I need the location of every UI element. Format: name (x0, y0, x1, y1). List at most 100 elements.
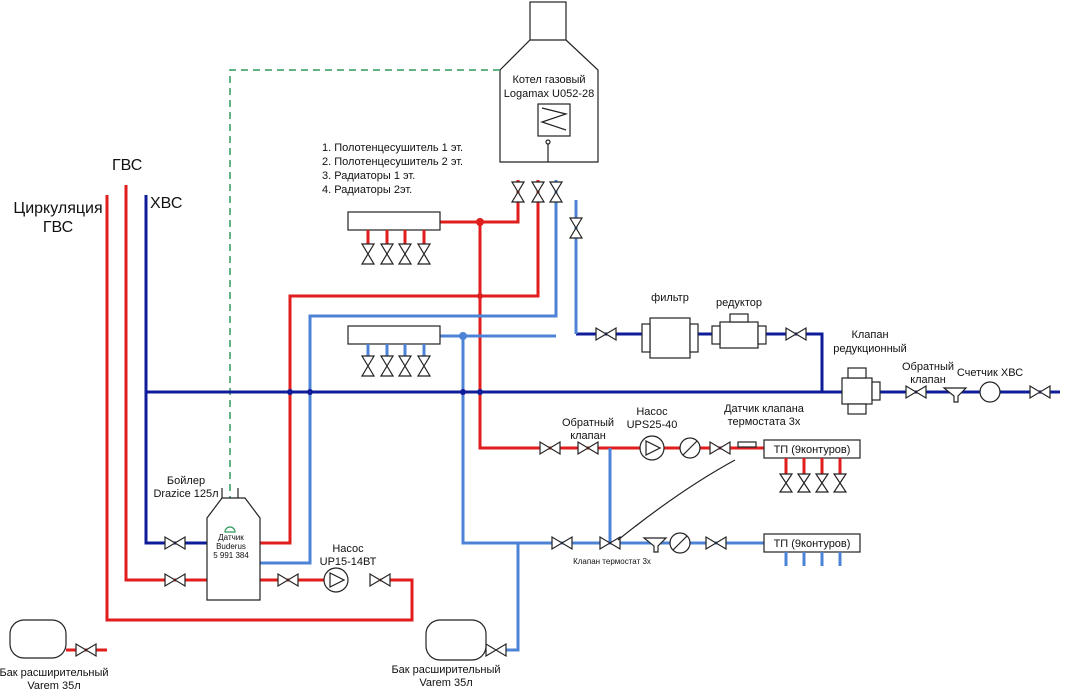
return-valve-icon[interactable] (551, 535, 573, 551)
manifold-top-valve-icon[interactable] (416, 243, 432, 265)
floor-heating-1-label: ТП (9контуров) (774, 444, 851, 456)
sensor-valve-icon[interactable] (709, 440, 731, 456)
water-heater: Датчик Buderus 5 991 384 (206, 488, 261, 601)
svg-text:Бак расширительный: Бак расширительный (391, 664, 500, 676)
boiler-hot-pipe (255, 180, 540, 545)
svg-text:клапан: клапан (910, 374, 946, 386)
gvs-label: ГВС (112, 157, 142, 174)
svg-text:1. Полотенцесушитель 1 эт.: 1. Полотенцесушитель 1 эт. (322, 142, 463, 154)
boiler-chimney (529, 1, 567, 43)
svg-text:4. Радиаторы 2эт.: 4. Радиаторы 2эт. (322, 184, 412, 196)
valves (75, 181, 1051, 658)
sensor-icon (224, 526, 236, 533)
svg-text:Насос: Насос (332, 543, 364, 555)
svg-text:Бак расширительный: Бак расширительный (0, 667, 109, 679)
manifold-bottom-valve-icon[interactable] (397, 355, 413, 377)
meter-outlet-valve-icon[interactable] (1029, 384, 1051, 400)
svg-text:редукционный: редукционный (833, 343, 907, 355)
meter-strainer-icon (942, 387, 968, 403)
svg-text:Насос: Насос (636, 406, 668, 418)
inlet-valve-icon[interactable] (595, 326, 617, 342)
filter-label: фильтр (651, 292, 689, 304)
boiler-body (499, 39, 599, 163)
gvs-pipe (124, 185, 207, 582)
svg-text:Varem 35л: Varem 35л (27, 680, 80, 692)
filter (641, 317, 699, 359)
svg-text:2. Полотенцесушитель 2 эт.: 2. Полотенцесушитель 2 эт. (322, 156, 463, 168)
svg-text:Датчик: Датчик (218, 533, 244, 542)
svg-text:клапан: клапан (570, 430, 606, 442)
svg-text:ГВС: ГВС (43, 219, 73, 236)
capillary-line (617, 459, 736, 541)
floor-1-valve-icon[interactable] (832, 473, 848, 493)
svg-text:Бойлер: Бойлер (167, 475, 205, 487)
heating-return-pipe (255, 180, 558, 565)
dhw-valve-2-icon[interactable] (369, 572, 391, 588)
svg-text:3. Радиаторы 1 эт.: 3. Радиаторы 1 эт. (322, 170, 415, 182)
hvs-pipe (144, 195, 207, 545)
svg-text:Обратный: Обратный (562, 417, 614, 429)
tank-right-valve-icon[interactable] (485, 642, 507, 658)
svg-text:5 991 384: 5 991 384 (213, 551, 249, 560)
floor-heating-manifold-2: ТП (9контуров) (763, 533, 861, 566)
dhw-valve-1-icon[interactable] (277, 572, 299, 588)
svg-text:Циркуляция: Циркуляция (13, 200, 102, 217)
tank-left-valve-icon[interactable] (75, 642, 97, 658)
svg-text:UPS25-40: UPS25-40 (627, 419, 678, 431)
circulation-pipe (105, 195, 414, 622)
water-meter-label: Счетчик ХВС (957, 367, 1023, 379)
boiler-label-line1: Котел газовый (512, 74, 585, 86)
floor-1-valve-icon[interactable] (796, 473, 812, 493)
manifold-top-valve-icon[interactable] (397, 243, 413, 265)
boiler-valve-3-icon[interactable] (548, 181, 564, 203)
manifold-bottom-valve-icon[interactable] (379, 355, 395, 377)
manifold-top-valve-icon[interactable] (379, 243, 395, 265)
boiler-label-line2: Logamax U052-28 (504, 88, 595, 100)
svg-text:UP15-14ВТ: UP15-14ВТ (320, 556, 377, 568)
floor-heating-manifold-1: ТП (9контуров) (763, 439, 861, 493)
reducer-valve-icon[interactable] (785, 326, 807, 342)
floor-1-valve-icon[interactable] (778, 473, 794, 493)
cold-inlet-pipe (576, 332, 824, 392)
reducer (711, 313, 767, 349)
gas-boiler: Котел газовый Logamax U052-28 (499, 1, 599, 163)
svg-text:Buderus: Buderus (216, 542, 246, 551)
expansion-tank-left (9, 619, 67, 659)
return-outlet-valve-icon[interactable] (705, 535, 727, 551)
supply-valve-icon[interactable] (539, 440, 561, 456)
manifold-bottom-valve-icon[interactable] (416, 355, 432, 377)
boiler-valve-2-icon[interactable] (530, 181, 546, 203)
manifold-top-valve-icon[interactable] (360, 243, 376, 265)
return-strainer-icon (642, 537, 668, 553)
labels: 1. Полотенцесушитель 1 эт. 2. Полотенцес… (0, 142, 1023, 692)
svg-text:Клапан: Клапан (851, 329, 888, 341)
svg-text:Обратный: Обратный (902, 361, 954, 373)
supply-check-valve-icon[interactable] (577, 440, 599, 456)
svg-text:термостата 3х: термостата 3х (728, 416, 801, 428)
expansion-tank-right (425, 619, 487, 661)
manifold-bottom-valve-icon[interactable] (360, 355, 376, 377)
svg-text:Drazice 125л: Drazice 125л (153, 488, 218, 500)
hvs-boiler-valve-icon[interactable] (164, 535, 186, 551)
water-meter-icon (979, 381, 1001, 403)
hvs-label: ХВС (150, 195, 182, 212)
svg-text:Varem 35л: Varem 35л (419, 677, 472, 689)
sensor-signal-line (229, 69, 500, 532)
radiator-manifold-top (347, 211, 441, 265)
thermostat-valve-icon[interactable] (599, 535, 621, 551)
pressure-reducing-valve (841, 367, 881, 415)
boiler-valve-1-icon[interactable] (510, 181, 526, 203)
thermostat-valve-label: Клапан термостат 3х (573, 557, 651, 566)
heat-exchanger-coil-icon (540, 107, 569, 131)
floor-heating-2-label: ТП (9контуров) (774, 538, 851, 550)
gvs-valve-icon[interactable] (164, 572, 186, 588)
boiler-valve-4-icon[interactable] (568, 217, 584, 239)
reducer-label: редуктор (716, 297, 762, 309)
thermostat-sensor-icon (737, 441, 757, 448)
radiator-manifold-bottom (347, 325, 441, 377)
svg-text:Датчик клапана: Датчик клапана (724, 403, 805, 415)
heat-exchanger (537, 103, 571, 137)
floor-1-valve-icon[interactable] (814, 473, 830, 493)
meter-check-valve-icon[interactable] (905, 384, 927, 400)
